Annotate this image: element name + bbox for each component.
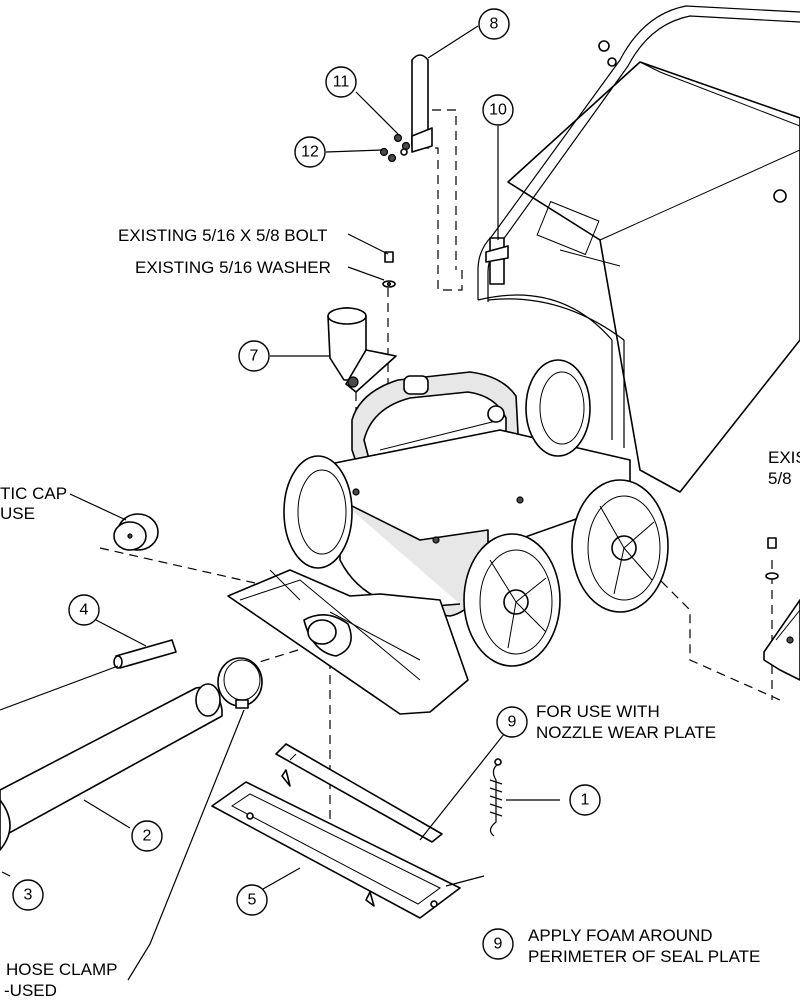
latch-part-10	[485, 237, 509, 285]
tube-part-4	[0, 639, 177, 711]
plastic-cap-label-line1: TIC CAP	[0, 484, 67, 503]
callout-7: 7	[238, 340, 270, 372]
callout-9-lower: 9	[482, 928, 514, 960]
callout-8: 8	[478, 8, 510, 40]
hose-clamp	[217, 657, 263, 709]
right-edge-bracket	[763, 537, 800, 681]
foam-note-line2: PERIMETER OF SEAL PLATE	[528, 947, 760, 966]
wear-plate-strip-part-9	[275, 743, 443, 843]
callout-11-number: 11	[333, 74, 350, 91]
callout-9-upper-number: 9	[508, 714, 517, 731]
callout-4-number: 4	[80, 602, 89, 619]
seal-plate-part-5	[211, 769, 461, 919]
right-existing-label-line1: EXIS	[768, 448, 800, 467]
hose-clamp-label-line2: -USED	[4, 981, 57, 1000]
hardware-parts-11-12	[379, 133, 411, 163]
hose-clamp-label-line1: HOSE CLAMP	[6, 960, 117, 979]
callout-10-number: 10	[489, 102, 507, 119]
wheels	[283, 359, 669, 667]
collection-bag-frame	[477, 5, 800, 493]
blower-housing	[227, 429, 631, 715]
callout-2-number: 2	[143, 828, 152, 845]
callout-12: 12	[294, 136, 326, 168]
callout-11: 11	[325, 66, 357, 98]
existing-washer-label: EXISTING 5/16 WASHER	[135, 258, 331, 277]
callout-4: 4	[68, 594, 100, 626]
plastic-cap	[113, 513, 159, 551]
handle-bracket-part-8	[411, 54, 433, 153]
callout-1: 1	[569, 784, 601, 816]
callout-9-lower-number: 9	[494, 936, 503, 953]
callout-10: 10	[482, 94, 514, 126]
nozzle-note-line1: FOR USE WITH	[536, 702, 660, 721]
callout-8-number: 8	[490, 16, 499, 33]
callout-7-number: 7	[250, 348, 259, 365]
funnel-part-7	[327, 307, 397, 393]
foam-note-line1: APPLY FOAM AROUND	[528, 926, 713, 945]
callout-5-number: 5	[248, 892, 257, 909]
leader-lines	[1, 25, 560, 981]
right-existing-label-line2: 5/8	[768, 469, 792, 488]
plastic-cap-label-line2: USE	[0, 504, 35, 523]
callout-5: 5	[236, 884, 268, 916]
callout-12-number: 12	[301, 144, 319, 161]
callout-9-upper: 9	[496, 706, 528, 738]
callout-3: 3	[12, 879, 44, 911]
callout-3-number: 3	[24, 887, 33, 904]
existing-bolt-washer	[382, 251, 396, 288]
hose-part-2	[0, 683, 223, 851]
existing-bolt-label: EXISTING 5/16 X 5/8 BOLT	[118, 226, 327, 245]
nozzle-note-line2: NOZZLE WEAR PLATE	[536, 723, 716, 742]
callout-2: 2	[131, 820, 163, 852]
spring-part-1	[489, 758, 503, 837]
callout-1-number: 1	[581, 792, 590, 809]
